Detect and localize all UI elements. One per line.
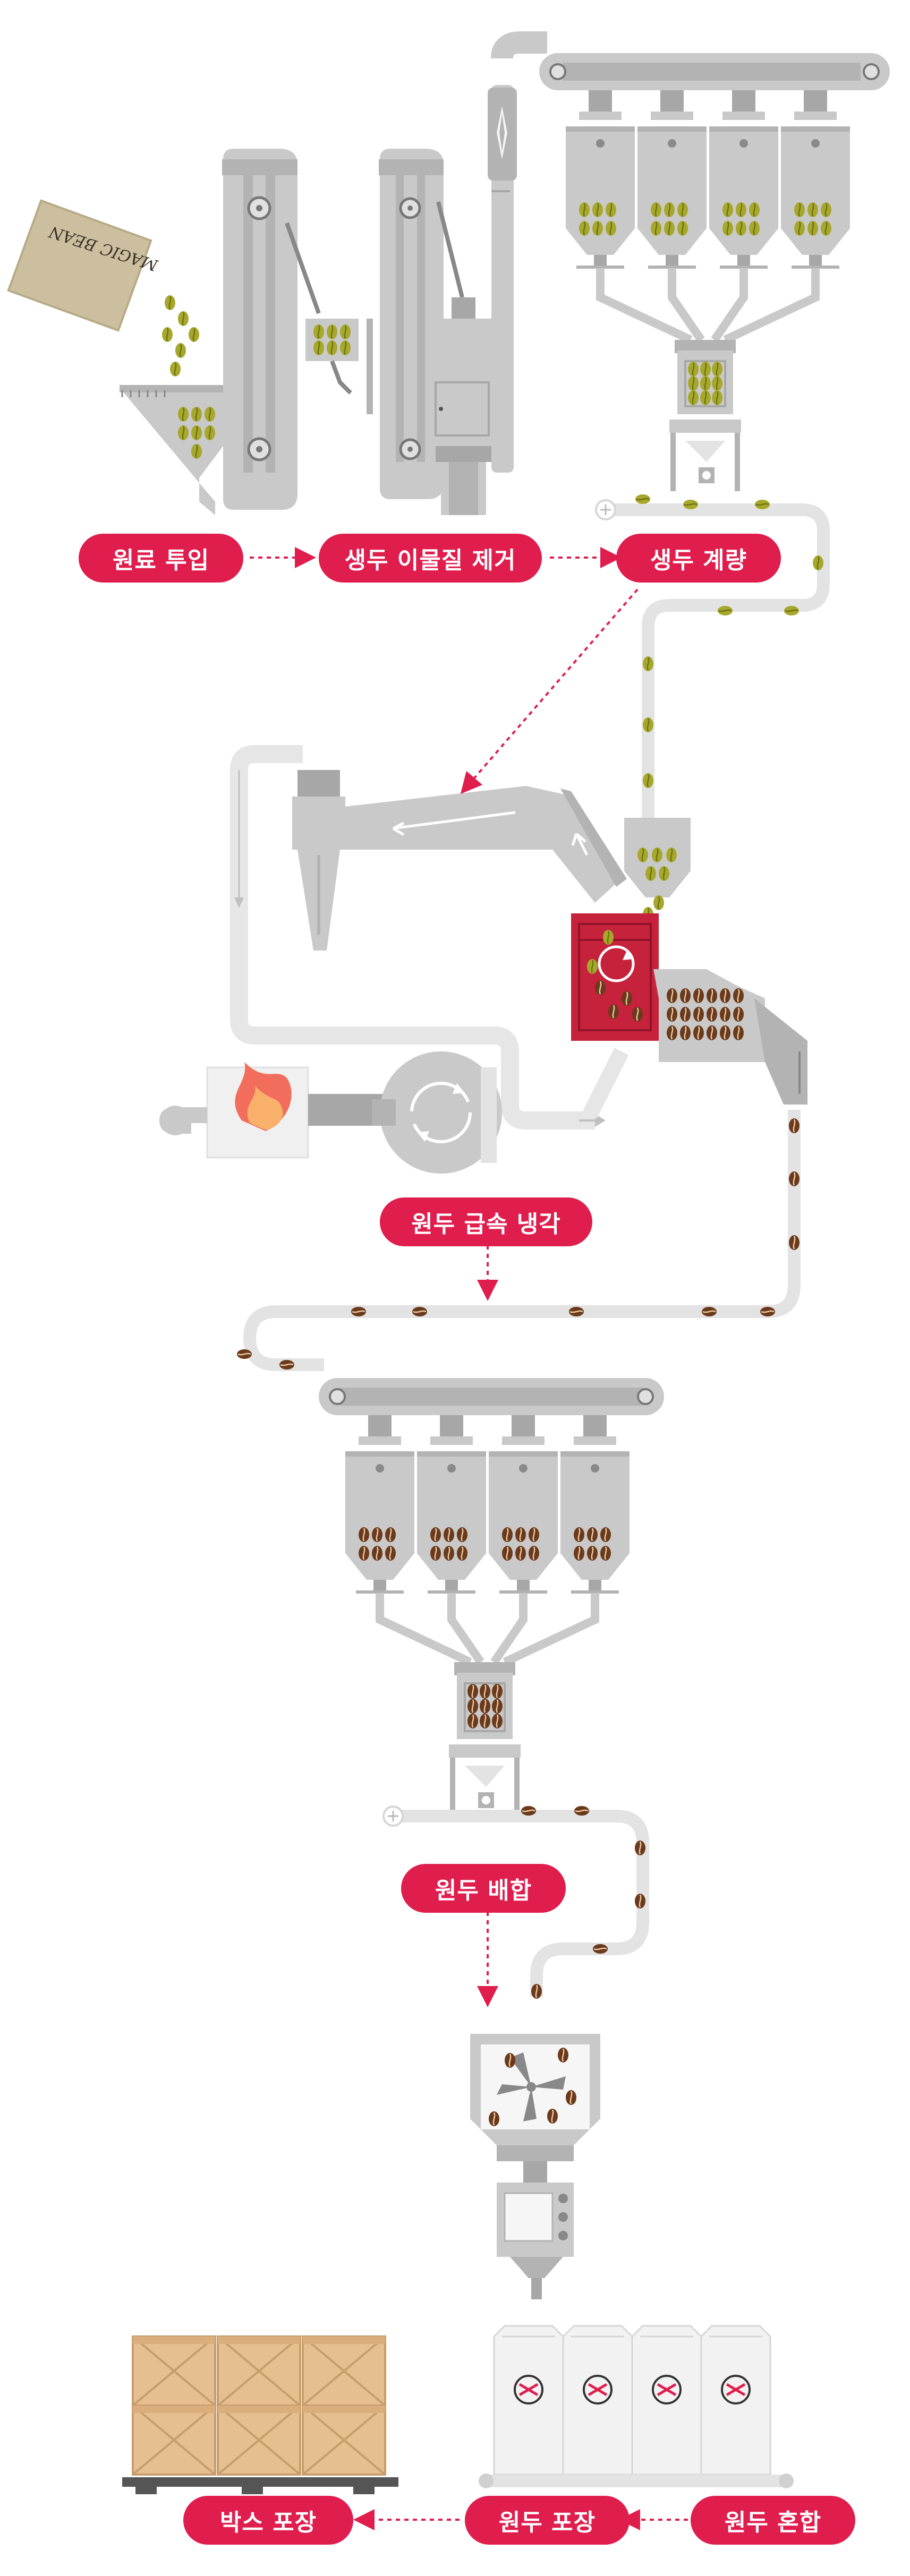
step-bean-mixing: 원두 혼합 (691, 2496, 855, 2545)
destoner-machine (430, 297, 497, 515)
step-foreign-removal: 생두 이물질 제거 (319, 534, 542, 583)
exhaust-duct (340, 786, 627, 903)
bean-mixer (470, 2034, 600, 2183)
box-pallet (122, 2335, 398, 2494)
bucket-elevator-2 (379, 149, 444, 499)
chute-1 (285, 222, 321, 314)
mixing-packaging-section (122, 2034, 794, 2494)
roasted-bean-conveyor (236, 1110, 801, 1371)
vertical-transport-pipe (488, 31, 547, 473)
middle-screw-conveyor (319, 1378, 664, 1415)
cooling-tray (653, 969, 807, 1105)
sorter-box (305, 319, 359, 361)
raw-bean-sack (7, 199, 152, 332)
bag-conveyor (479, 2474, 794, 2488)
roasted-feed-pipes (376, 1593, 599, 1666)
roaster-drum (571, 913, 659, 1041)
step-bean-blending: 원두 배합 (401, 1864, 566, 1913)
packaging-machine (497, 2183, 574, 2299)
roasting-section (159, 745, 807, 1174)
step-raw-input: 원료 투입 (79, 534, 243, 583)
roasted-bean-silos (345, 1415, 630, 1594)
green-bean-weigher (669, 340, 741, 491)
falling-green-beans (161, 294, 200, 378)
step-rapid-cooling: 원두 급속 냉각 (380, 1197, 592, 1246)
hot-air-loop (230, 745, 595, 1129)
burner-unit (159, 1062, 309, 1159)
top-screw-conveyor (539, 53, 890, 90)
blend-weigher (449, 1662, 521, 1816)
roasted-silo-section (319, 1378, 664, 1816)
silo-feed-pipes (596, 268, 820, 344)
chaff-cyclone (292, 770, 345, 951)
hot-air-blower (308, 1051, 502, 1174)
input-hopper (120, 385, 223, 515)
bucket-elevator-1 (222, 149, 297, 510)
coffee-bag-row (494, 2326, 770, 2475)
green-bean-conveyor (595, 493, 830, 839)
step-bean-packaging: 원두 포장 (465, 2496, 630, 2545)
step-box-packaging: 박스 포장 (183, 2496, 353, 2545)
raw-input-section (7, 31, 890, 515)
blended-bean-conveyor (382, 1805, 649, 2000)
step-green-weighing: 생두 계량 (616, 534, 781, 583)
flow-arrows (250, 547, 688, 2530)
green-bean-silos (566, 90, 850, 269)
roaster-feed-hopper (624, 818, 691, 923)
